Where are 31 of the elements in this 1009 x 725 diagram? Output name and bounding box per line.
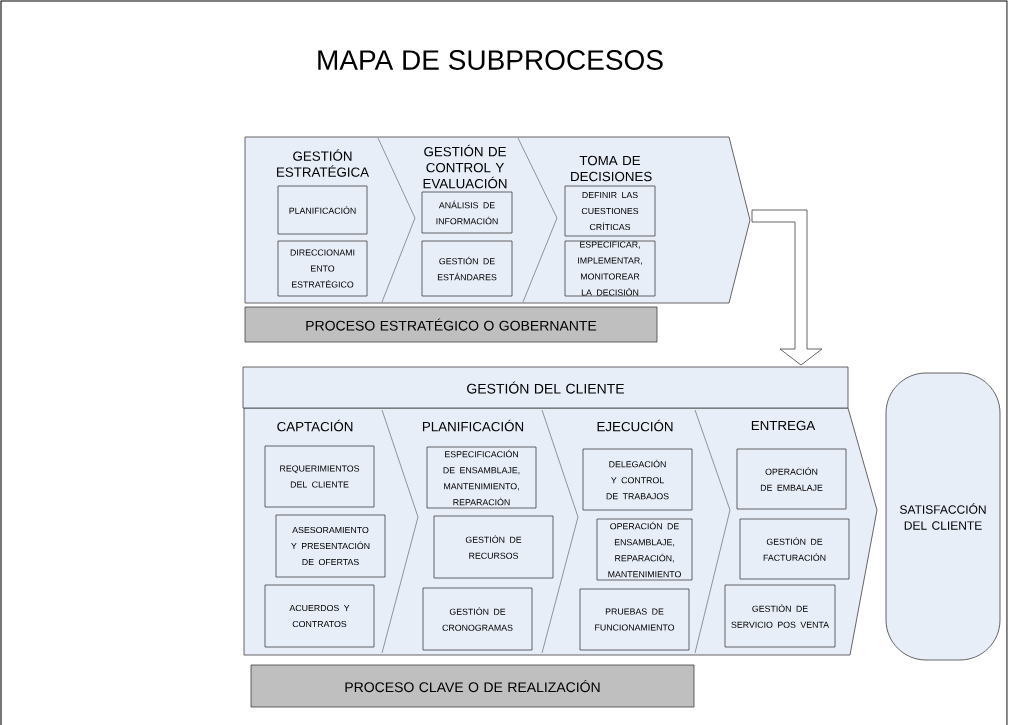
stage-heading: EJECUCIÓN [597,419,673,432]
stage-heading: GESTIÓN ESTRATÉGICA [277,149,370,177]
banner-box: GESTIÓN DEL CLIENTE [242,366,849,409]
process-box: OPERACIÓN DE ENSAMBLAJE, REPARACIÓN, MANTENIMIENTO [596,518,693,581]
process-box: REQUERIMIENTOS DEL CLIENTE [264,445,375,508]
process-box: PLANIFICACIÓN [277,185,368,235]
rounded-box: SATISFACCIÓN DEL CLIENTE [885,372,1001,661]
process-bar: PROCESO ESTRATÉGICO O GOBERNANTE [244,306,658,343]
process-box: PRUEBAS DE FUNCIONAMIENTO [579,588,690,651]
process-box: ESPECIFICACIÓN DE ENSAMBLAJE, MANTENIMIENTO, REPARACIÓN [426,446,537,509]
process-box: GESTIÓN DE ESTÁNDARES [421,240,513,297]
stage-heading: PLANIFICACIÓN [422,419,524,432]
process-box: DEFINIR LAS CUESTIONES CRÍTICAS [564,185,656,237]
process-box: ASESORAMIENTO Y PRESENTACIÓN DE OFERTAS [275,514,386,578]
stage-heading: GESTIÓN DE CONTROL Y EVALUACIÓN [423,144,507,189]
stage-heading: TOMA DE DECISIONES [571,155,652,182]
process-box: GESTIÓN DE SERVICIO POS VENTA [724,584,836,648]
process-box: ACUERDOS Y CONTRATOS [264,584,375,648]
process-box: OPERACIÓN DE EMBALAJE [736,448,847,510]
stage-heading: ENTREGA [751,420,816,431]
title: MAPA DE SUBPROCESOS [318,50,663,70]
process-box: DELEGACIÓN Y CONTROL DE TRABAJOS [582,448,693,511]
process-box: GESTIÓN DE CRONOGRAMAS [422,587,533,651]
process-box: GESTIÓN DE RECURSOS [433,515,554,579]
process-box: DIRECCIONAMI ENTO ESTRATÉGICO [277,240,368,297]
process-box: ANÁLISIS DE INFORMACIÓN [421,191,513,234]
process-bar: PROCESO CLAVE O DE REALIZACIÓN [250,664,695,708]
process-box: ESPECIFICAR, IMPLEMENTAR, MONITOREAR LA DECISIÓN [564,240,656,297]
process-box: GESTIÓN DE FACTURACIÓN [739,518,850,580]
stage-heading: CAPTACIÓN [277,419,353,432]
block-arrow [751,209,823,366]
